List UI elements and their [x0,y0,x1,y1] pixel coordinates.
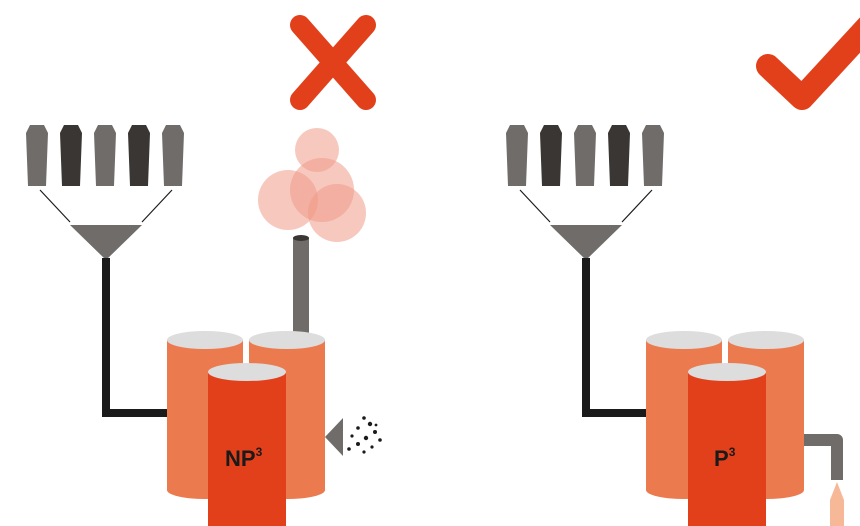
bottle-icon [506,125,528,186]
bottle-icon [128,125,150,186]
collection-funnel [39,189,173,260]
input-bottles [506,125,664,186]
outflow-pipe [804,434,843,480]
feed-pipe [102,258,170,417]
tank-label-np3: NP3 [225,445,263,471]
right-panel: P3 [506,17,860,526]
checkmark-icon [756,17,860,110]
input-bottles [26,125,184,186]
tank-label-p3: P3 [714,445,736,471]
left-panel: NP3 [26,15,382,526]
main-reactor-tank [208,363,286,526]
bottle-icon [60,125,82,186]
bottle-icon [642,125,664,186]
main-reactor-tank [688,363,766,526]
exhaust-chimney [293,238,309,342]
bottle-icon [94,125,116,186]
bottle-icon [26,125,48,186]
bottle-icon [608,125,630,186]
bottle-icon [540,125,562,186]
outflow-arrow [830,482,844,500]
cross-icon [290,15,376,110]
emission-smoke [258,128,366,242]
bottle-icon [574,125,596,186]
bottle-icon [162,125,184,186]
collection-funnel [519,189,653,260]
particle-discharge [325,416,382,456]
feed-pipe [582,258,650,417]
